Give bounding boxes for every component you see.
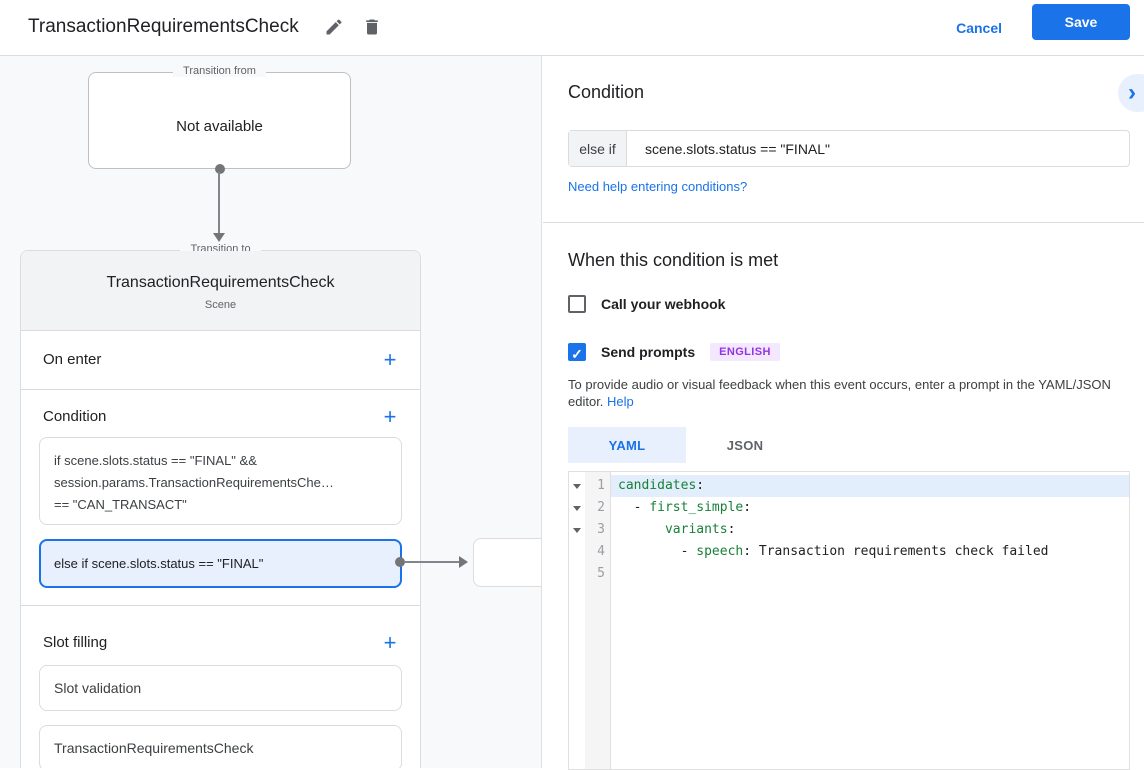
- fold-column: [569, 497, 585, 519]
- scene-card-title: TransactionRequirementsCheck: [106, 274, 335, 291]
- divider: [543, 222, 1144, 223]
- slot-item-label: Slot validation: [54, 680, 142, 696]
- webhook-checkbox[interactable]: [568, 295, 586, 313]
- code-line[interactable]: 2 - first_simple:: [569, 497, 1129, 519]
- fold-arrow-icon[interactable]: [573, 505, 581, 511]
- code-text: - speech: Transaction requirements check…: [618, 544, 1049, 559]
- code-text: variants:: [664, 522, 736, 537]
- pencil-icon: [324, 17, 344, 40]
- scene-diagram-canvas: Transition from Not available Transition…: [0, 56, 542, 768]
- add-icon: +: [383, 347, 397, 372]
- code-text: [611, 563, 1129, 585]
- fold-column: [569, 563, 585, 585]
- tab-json[interactable]: JSON: [686, 427, 804, 463]
- code-line[interactable]: 3 variants:: [569, 519, 1129, 541]
- code-line[interactable]: 4 - speech: Transaction requirements che…: [569, 541, 1129, 563]
- line-number: 3: [597, 522, 605, 537]
- fold-column: [569, 519, 585, 541]
- condition-editor-panel: Condition › else if scene.slots.status =…: [543, 56, 1144, 770]
- call-webhook-row[interactable]: Call your webhook: [568, 295, 725, 313]
- condition-item-if[interactable]: if scene.slots.status == "FINAL" && sess…: [39, 437, 402, 525]
- section-slot-filling: Slot filling + Slot validation Transacti…: [21, 606, 420, 768]
- slot-item-label: TransactionRequirementsCheck: [54, 740, 254, 756]
- prompt-help-link[interactable]: Help: [607, 394, 634, 409]
- add-condition-button[interactable]: +: [378, 405, 402, 429]
- connector-dot: [215, 164, 225, 174]
- code-text: - first_simple:: [618, 500, 752, 515]
- transition-target-box: [473, 538, 541, 587]
- line-number: 5: [597, 566, 605, 581]
- code-line[interactable]: 1 candidates:: [569, 475, 1129, 497]
- app-header: TransactionRequirementsCheck Cancel Save: [0, 0, 1144, 56]
- send-prompts-label: Send prompts: [601, 344, 696, 360]
- delete-scene-button[interactable]: [358, 14, 386, 42]
- condition-input-row: else if scene.slots.status == "FINAL": [568, 130, 1130, 167]
- condition-label: Condition: [43, 408, 107, 425]
- condition-expression-input[interactable]: scene.slots.status == "FINAL": [645, 140, 831, 157]
- code-line[interactable]: 5: [569, 563, 1129, 585]
- transition-from-value: Not available: [176, 118, 263, 135]
- scene-card-type: Scene: [204, 299, 237, 311]
- fold-arrow-icon[interactable]: [573, 527, 581, 533]
- send-prompts-checkbox[interactable]: ✓: [568, 343, 586, 362]
- section-condition: Condition + if scene.slots.status == "FI…: [21, 390, 420, 606]
- send-prompts-row[interactable]: ✓ Send prompts ENGLISH: [568, 343, 780, 362]
- scene-card: Transition to TransactionRequirementsChe…: [20, 243, 421, 768]
- panel-title: Condition: [568, 82, 645, 102]
- conditions-help-link[interactable]: Need help entering conditions?: [568, 179, 748, 194]
- when-condition-met-title: When this condition is met: [568, 250, 779, 270]
- add-icon: +: [383, 404, 397, 429]
- page-title: TransactionRequirementsCheck: [28, 16, 299, 37]
- save-button[interactable]: Save: [1032, 4, 1130, 40]
- scene-card-header[interactable]: TransactionRequirementsCheck Scene: [21, 251, 420, 331]
- slot-item-transaction[interactable]: TransactionRequirementsCheck: [39, 725, 402, 768]
- connector-dot: [395, 557, 405, 567]
- condition-line: if scene.slots.status == "FINAL" &&: [54, 453, 257, 468]
- add-slot-button[interactable]: +: [378, 631, 402, 655]
- transition-from-legend: Transition from: [89, 65, 350, 77]
- chevron-right-icon: ›: [1128, 79, 1136, 106]
- line-number: 2: [597, 500, 605, 515]
- condition-line: else if scene.slots.status == "FINAL": [54, 556, 264, 571]
- trash-icon: [362, 17, 382, 40]
- connector-line-horizontal: [404, 561, 460, 563]
- condition-item-else-if-selected[interactable]: else if scene.slots.status == "FINAL": [39, 539, 402, 588]
- transition-from-box: Transition from Not available: [88, 65, 351, 169]
- cancel-button[interactable]: Cancel: [956, 10, 1002, 46]
- condition-prefix-label: else if: [569, 131, 627, 166]
- on-enter-label: On enter: [43, 351, 102, 368]
- tab-yaml[interactable]: YAML: [568, 427, 686, 463]
- condition-line: session.params.TransactionRequirementsCh…: [54, 475, 334, 490]
- condition-line: == "CAN_TRANSACT": [54, 497, 187, 512]
- code-text: candidates:: [611, 475, 1129, 497]
- connector-line-vertical: [218, 172, 220, 234]
- fold-column: [569, 541, 585, 563]
- fold-column: [569, 475, 585, 497]
- arrow-down-icon: [213, 233, 225, 242]
- prompt-description: To provide audio or visual feedback when…: [568, 376, 1120, 410]
- line-number: 4: [597, 544, 605, 559]
- check-icon: ✓: [571, 346, 583, 362]
- section-on-enter: On enter +: [21, 331, 420, 390]
- slot-filling-label: Slot filling: [43, 634, 108, 651]
- fold-arrow-icon[interactable]: [573, 483, 581, 489]
- add-on-enter-button[interactable]: +: [378, 348, 402, 372]
- edit-scene-button[interactable]: [320, 14, 348, 42]
- editor-tabs: YAML JSON: [568, 427, 804, 463]
- language-badge: ENGLISH: [710, 343, 780, 361]
- collapse-panel-button[interactable]: ›: [1118, 74, 1144, 112]
- webhook-label: Call your webhook: [601, 296, 726, 312]
- line-number: 1: [597, 478, 605, 493]
- editor-gutter: [585, 472, 611, 769]
- arrow-right-icon: [459, 556, 468, 568]
- prompt-description-text: To provide audio or visual feedback when…: [568, 377, 1111, 409]
- add-icon: +: [383, 630, 397, 655]
- slot-item-validation[interactable]: Slot validation: [39, 665, 402, 711]
